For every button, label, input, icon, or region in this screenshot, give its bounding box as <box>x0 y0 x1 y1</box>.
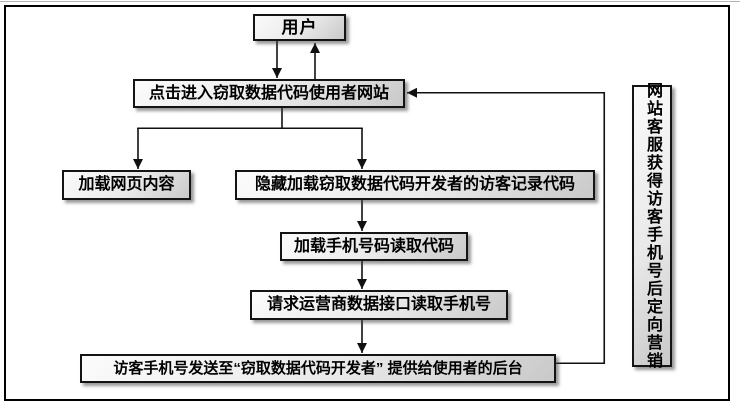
node-click-enter-website-label: 点击进入窃取数据代码使用者网站 <box>148 84 389 102</box>
node-hidden-load-visitor-record-code-label: 隐藏加载窃取数据代码开发者的访客记录代码 <box>254 176 575 193</box>
node-load-phone-number-code: 加载手机号码读取代码 <box>280 232 468 261</box>
node-load-page-content-label: 加载网页内容 <box>78 176 175 193</box>
node-send-phone-to-backend-label: 访客手机号发送至“窃取数据代码开发者” 提供给使用者的后台 <box>113 360 523 377</box>
node-click-enter-website: 点击进入窃取数据代码使用者网站 <box>133 79 405 108</box>
node-user-label: 用户 <box>281 18 318 37</box>
node-targeted-marketing-label: 网站客服获得访客手机号后定向营销 <box>644 82 661 370</box>
node-hidden-load-visitor-record-code: 隐藏加载窃取数据代码开发者的访客记录代码 <box>235 170 595 200</box>
edge-backend-feedback-to-click <box>407 87 606 365</box>
node-request-operator-api: 请求运营商数据接口读取手机号 <box>250 290 508 320</box>
node-targeted-marketing-vertical: 网站客服获得访客手机号后定向营销 <box>632 82 672 370</box>
diagram-frame <box>4 5 730 401</box>
node-load-phone-number-code-label: 加载手机号码读取代码 <box>293 237 454 255</box>
node-request-operator-api-label: 请求运营商数据接口读取手机号 <box>266 296 491 313</box>
node-load-page-content: 加载网页内容 <box>62 170 191 200</box>
top-divider-line <box>0 1 740 2</box>
node-send-phone-to-backend: 访客手机号发送至“窃取数据代码开发者” 提供给使用者的后台 <box>80 354 556 383</box>
node-user: 用户 <box>253 14 346 41</box>
